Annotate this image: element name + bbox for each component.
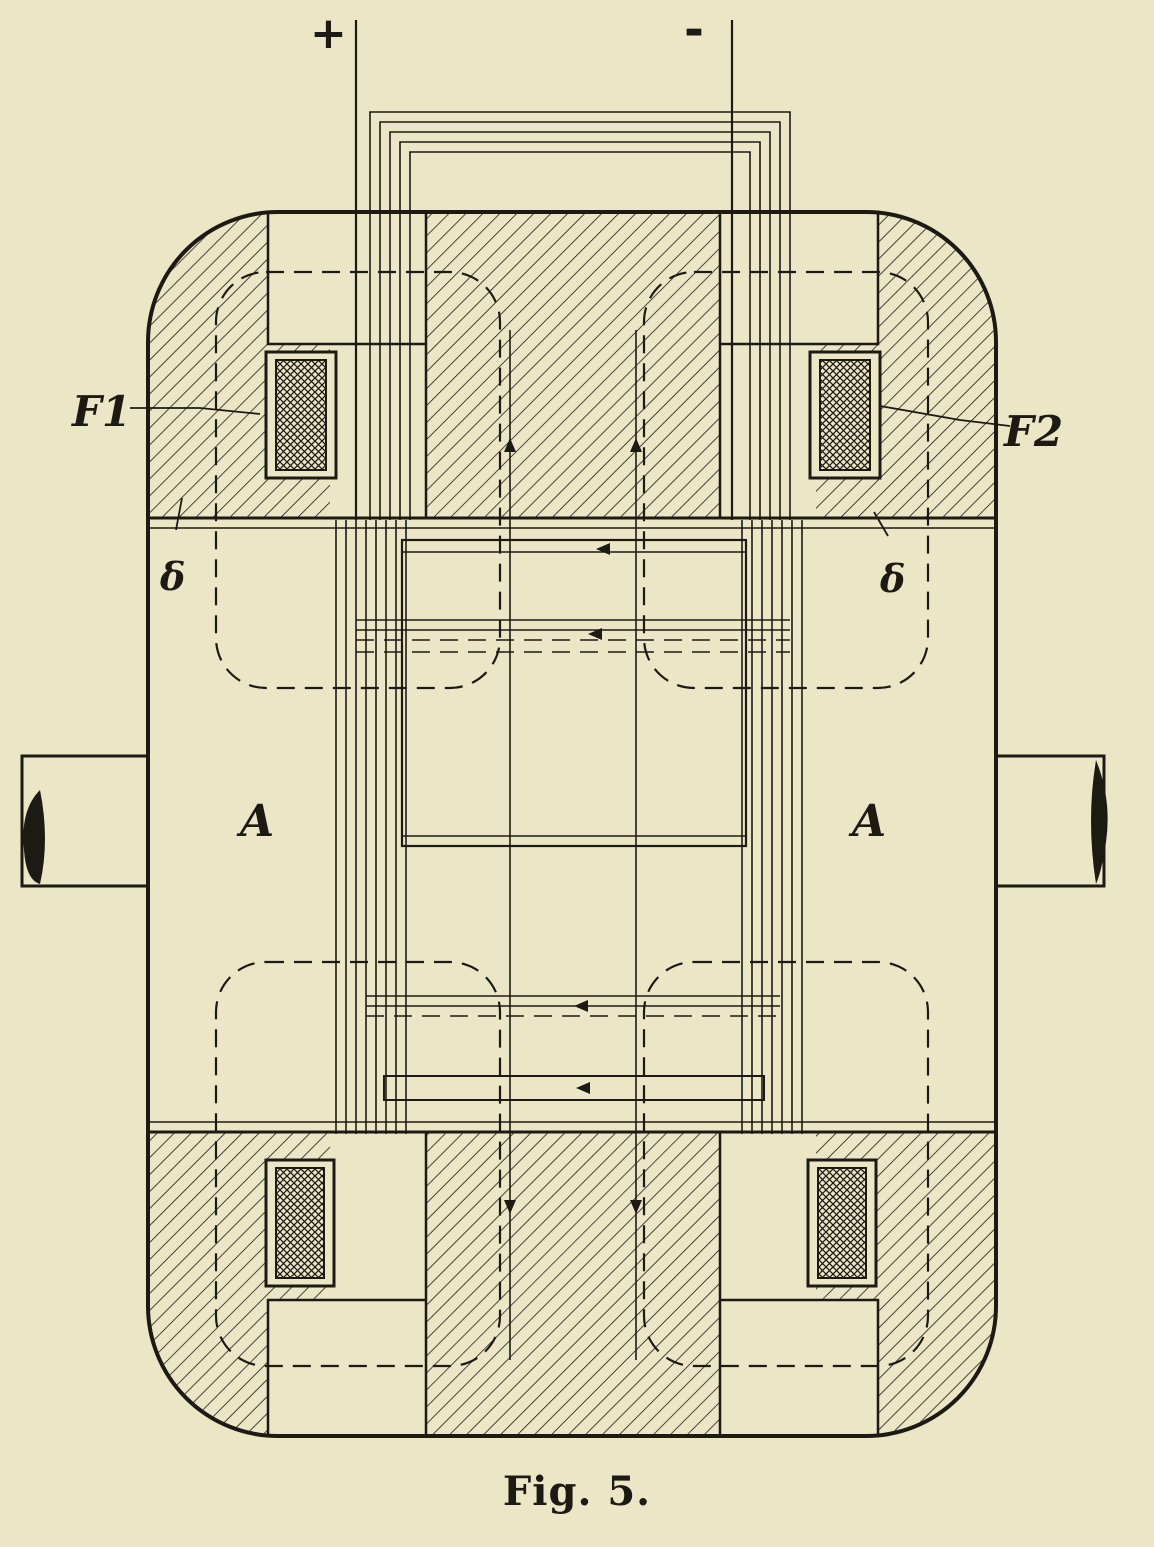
armature-label-right: A bbox=[848, 796, 886, 847]
field-coil-bottom-right bbox=[806, 1158, 878, 1288]
plus-terminal-label: + bbox=[310, 8, 347, 59]
field-coil-f1-top bbox=[264, 350, 338, 480]
minus-terminal-label: - bbox=[684, 2, 704, 58]
flux-loops bbox=[214, 270, 930, 1368]
field-coil-f1-label: F1 bbox=[71, 387, 131, 436]
shaft-left bbox=[20, 754, 152, 888]
field-coil-f2-top bbox=[808, 350, 882, 480]
pole-shoe-outlines bbox=[266, 212, 880, 1436]
leader-lines bbox=[130, 405, 1011, 537]
shaft-right bbox=[992, 754, 1108, 888]
gap-delta-right-label: δ bbox=[879, 556, 905, 601]
field-coil-bottom-left bbox=[264, 1158, 336, 1288]
field-coil-f2-label: F2 bbox=[1003, 407, 1063, 456]
flux-arrows bbox=[504, 438, 642, 1214]
figure-caption: Fig. 5. bbox=[502, 1468, 652, 1515]
gap-delta-left-label: δ bbox=[159, 554, 185, 599]
housing-outline bbox=[146, 210, 998, 1438]
armature-label-left: A bbox=[236, 796, 274, 847]
armature-winding bbox=[335, 20, 803, 1360]
